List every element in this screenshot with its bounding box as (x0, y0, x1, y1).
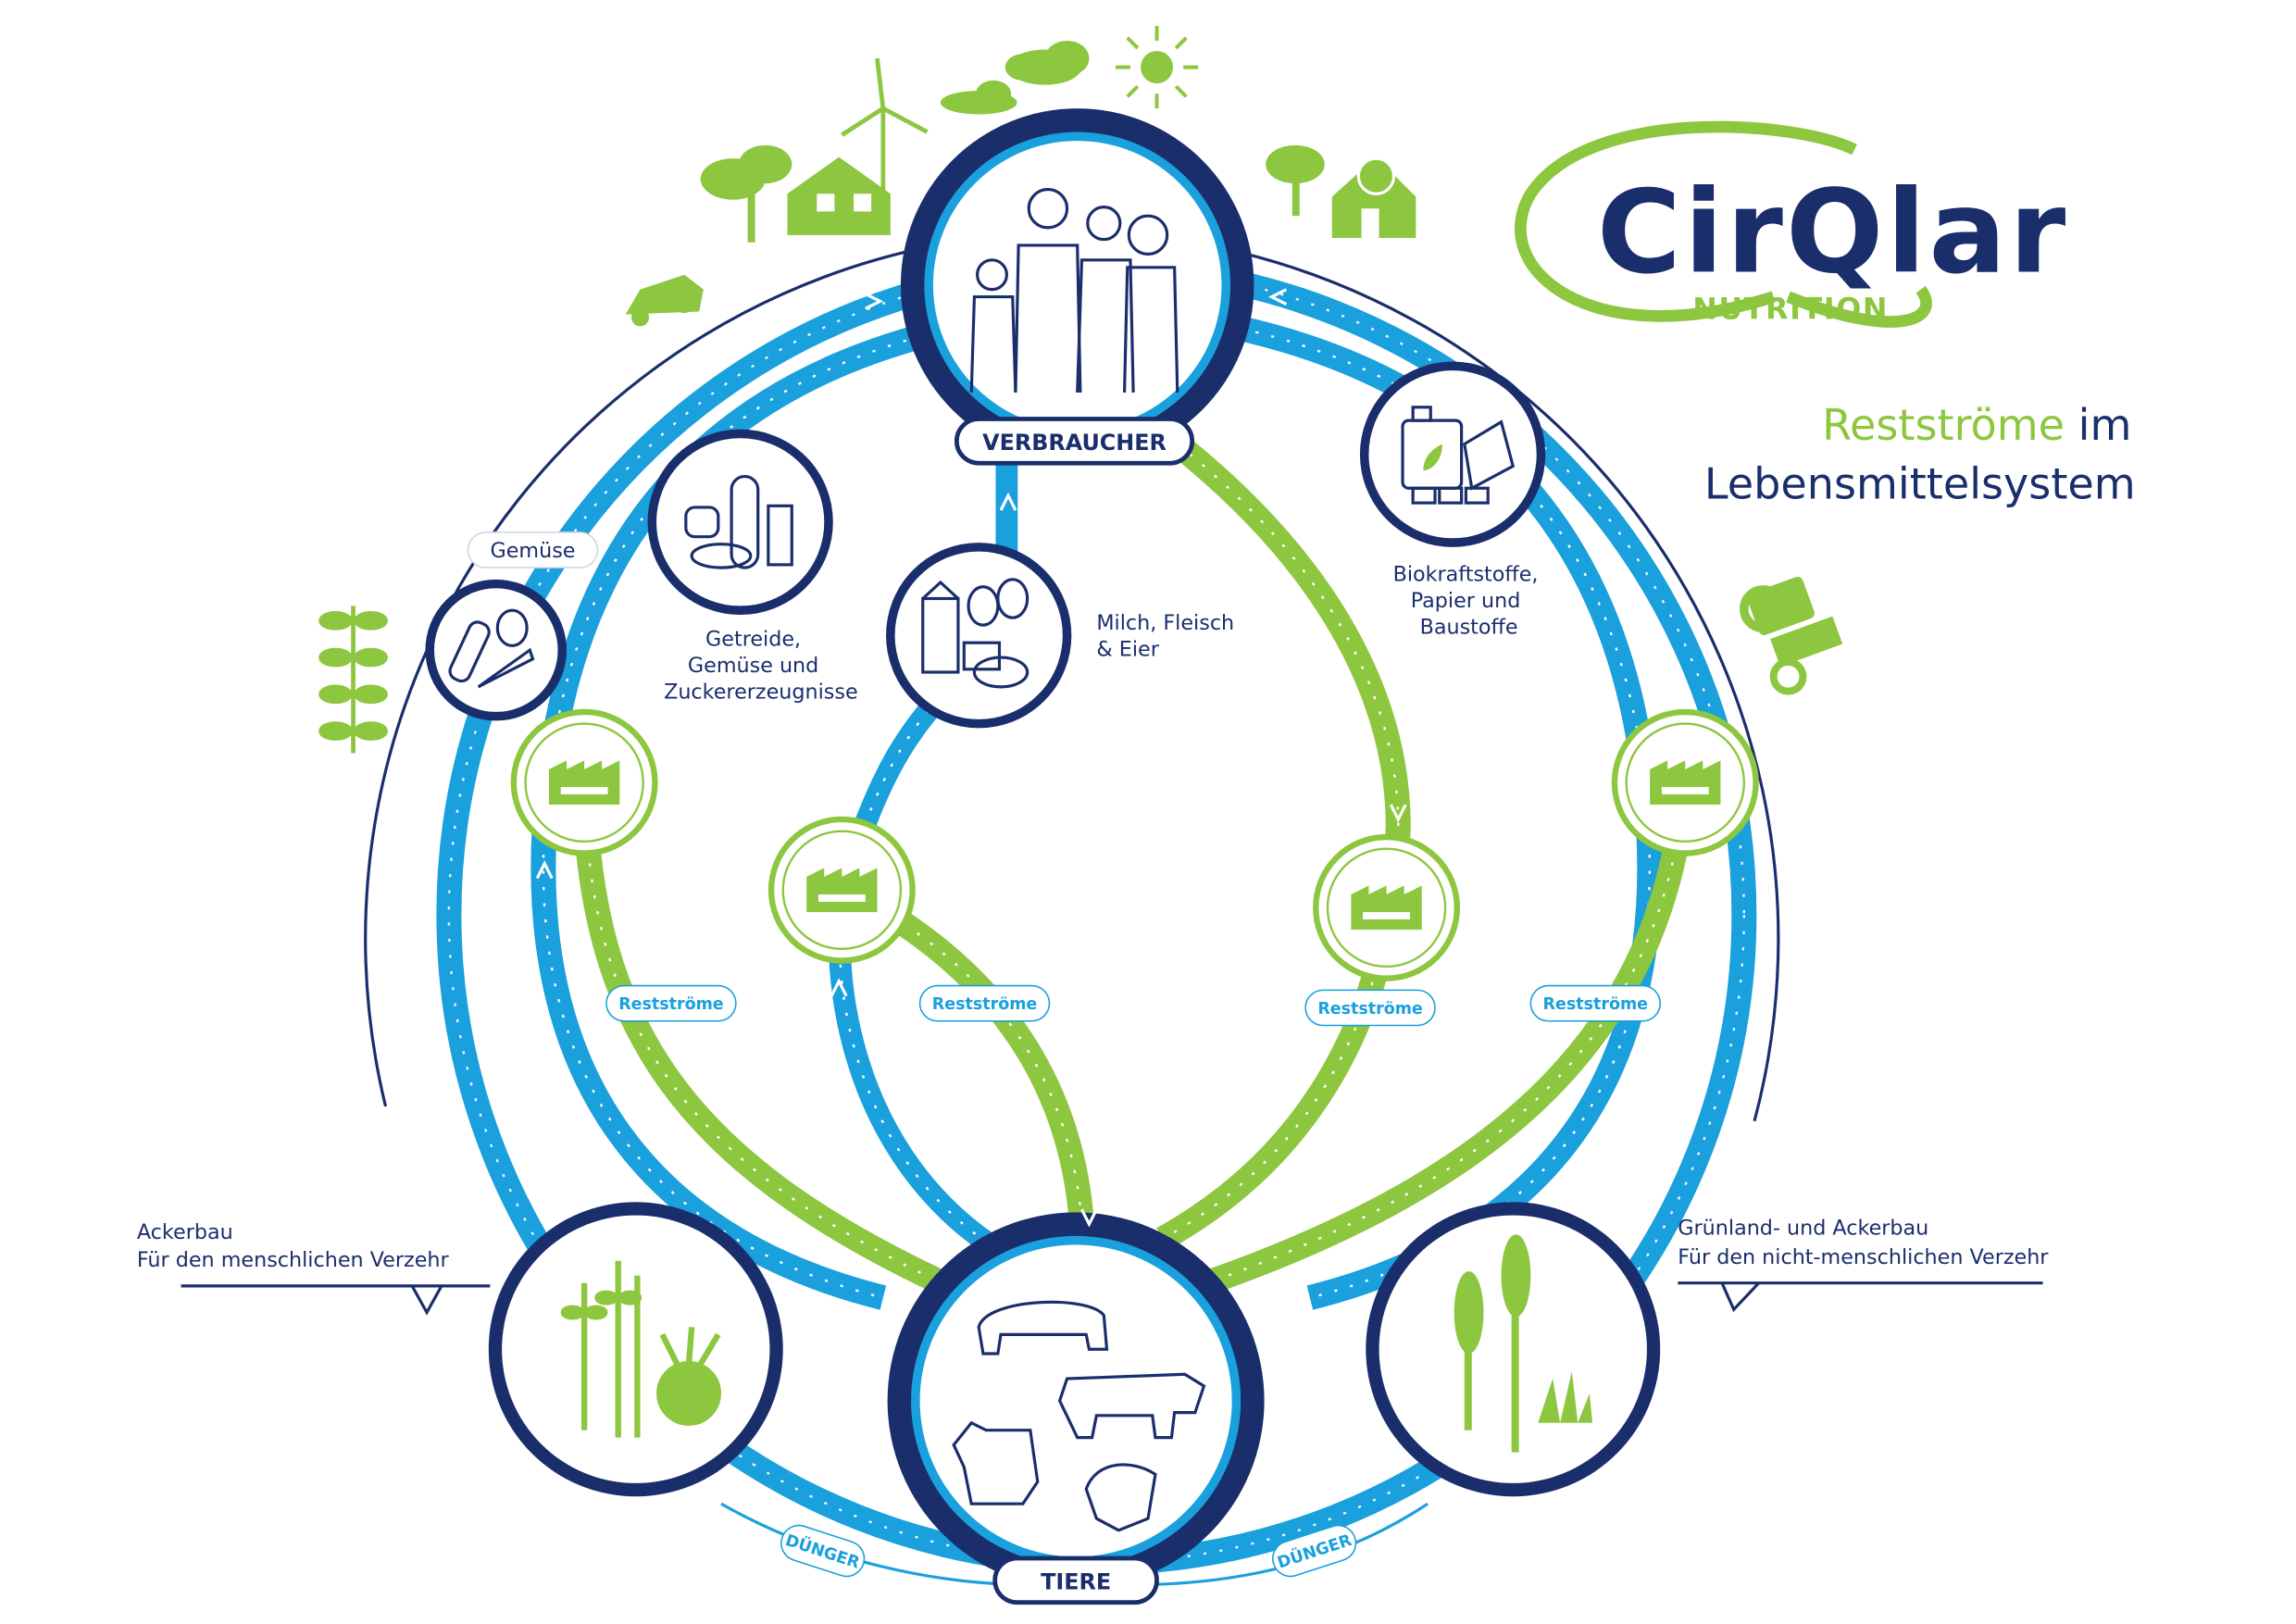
node-ackerbau (488, 1202, 783, 1497)
node-getreide (647, 429, 833, 615)
pill-duenger-left: DÜNGER (780, 1524, 866, 1578)
title-line2: Lebensmittelsystem (1704, 458, 2136, 508)
blue-path-milk (829, 671, 1036, 1279)
pill-reststroeme-4: Restströme (1529, 984, 1662, 1022)
callout-ackerbau: Ackerbau Für den menschlichen Verzehr (137, 1220, 491, 1316)
label-bio: Biokraftstoffe, Papier und Baustoffe (1393, 562, 1545, 639)
wheat-beet-icon (560, 1260, 721, 1438)
green-path-consumer-right (1156, 434, 1411, 1250)
tractor-icon (1740, 576, 1843, 695)
factory-node-center-right (1313, 833, 1461, 981)
callout-gruenland: Grünland- und Ackerbau Für den nicht-men… (1678, 1216, 2049, 1313)
node-gemuese (425, 579, 568, 721)
factory-node-right (1611, 708, 1759, 856)
cloud-icon (940, 40, 1090, 115)
logo-brand: CirQlar (1597, 167, 2069, 300)
node-milch (886, 543, 1072, 729)
factory-icon (548, 760, 620, 806)
logo-sub: NUTRITION (1692, 292, 1889, 326)
car-icon (625, 274, 704, 327)
node-animals: TIERE (887, 1212, 1265, 1605)
factory-icon (806, 868, 878, 913)
flow-arrows (535, 288, 1716, 1228)
factory-icon (1650, 760, 1721, 806)
logo-swoosh (1515, 120, 1857, 322)
green-path-center (883, 904, 1094, 1226)
vegetables-icon (448, 608, 535, 689)
milk-eggs-icon (921, 578, 1029, 689)
pill-reststroeme-1: Restströme (605, 984, 737, 1022)
sun-icon (1116, 26, 1199, 109)
title-line1: Restströme im (1822, 400, 2131, 450)
green-loop-left (571, 781, 948, 1294)
title-highlight: Restströme (1822, 400, 2065, 450)
factory-node-left (510, 708, 658, 856)
logo: CirQlar NUTRITION (1515, 120, 2069, 328)
plants-icon (318, 606, 388, 754)
livestock-icon (952, 1300, 1206, 1532)
svg-text:Restströme: Restströme (1317, 1000, 1422, 1018)
svg-text:Restströme: Restströme (932, 995, 1037, 1014)
svg-text:Gemüse: Gemüse (490, 539, 575, 563)
node-consumer: VERBRAUCHER (900, 108, 1254, 466)
scenery-top (625, 26, 1416, 327)
tree-icon (700, 144, 1325, 243)
node-gruenland (1366, 1202, 1661, 1497)
node-bio (1359, 361, 1546, 547)
node-consumer-label: VERBRAUCHER (982, 430, 1167, 456)
bread-icon (684, 474, 793, 569)
pill-gemuese: Gemüse (467, 531, 599, 568)
corn-grass-icon (1454, 1234, 1593, 1453)
pill-reststroeme-2: Restströme (918, 984, 1051, 1022)
factory-node-center-left (767, 816, 916, 964)
svg-text:Ackerbau Für den menschl: Ackerbau Für den menschlichen Verzehr (137, 1220, 450, 1272)
factory-icon (1351, 885, 1422, 931)
pill-reststroeme-3: Restströme (1304, 989, 1436, 1027)
barn-icon (1331, 156, 1416, 238)
label-getreide: Getreide, Gemüse und Zuckererzeugnisse (664, 627, 858, 704)
house-icon (787, 156, 891, 235)
svg-text:Restströme: Restströme (1543, 995, 1648, 1014)
family-icon (969, 187, 1179, 393)
svg-text:Grünland- und Ackerbau F: Grünland- und Ackerbau Für den nicht-men… (1678, 1216, 2049, 1269)
canister-icon (1401, 406, 1516, 505)
node-animals-label: TIERE (1041, 1568, 1111, 1594)
label-milch: Milch, Fleisch & Eier (1096, 611, 1241, 662)
wind-turbine-icon (841, 57, 929, 202)
title-rest: im (2065, 400, 2131, 450)
svg-text:Restströme: Restströme (618, 995, 723, 1014)
